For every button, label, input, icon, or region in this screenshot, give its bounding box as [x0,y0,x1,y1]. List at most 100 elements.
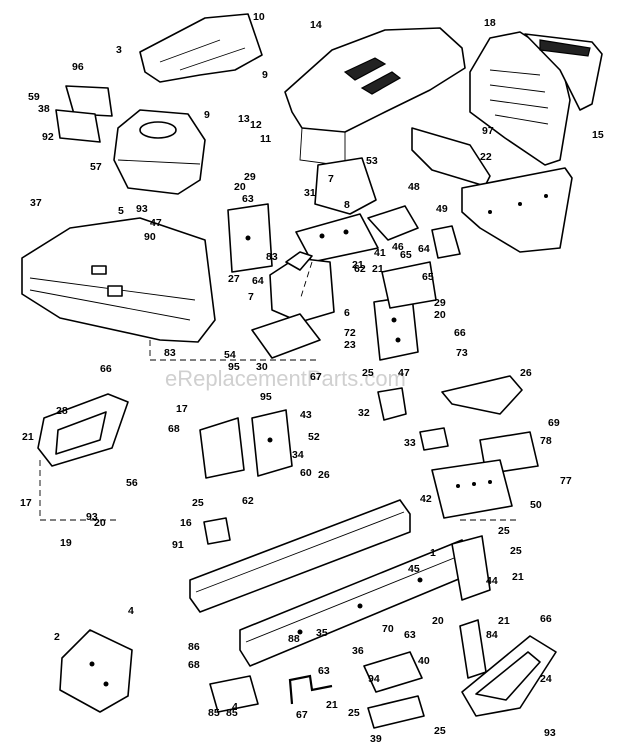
part-cross-member [431,459,513,519]
callout-label: 40 [418,655,430,667]
part-bottom-plate [367,695,425,729]
callout-label: 85 [208,707,220,719]
part-shield [314,157,377,215]
callout-label: 64 [252,275,264,287]
callout-label: 39 [370,733,382,745]
watermark: eReplacementParts.com [165,366,406,391]
callout-label: 66 [100,363,112,375]
callout-label: 15 [592,129,604,141]
callout-label: 41 [374,247,386,259]
callout-label: 84 [486,629,498,641]
callout-label: 36 [352,645,364,657]
callout-label: 29 [434,297,446,309]
callout-label: 73 [456,347,468,359]
callout-label: 33 [404,437,416,449]
callout-label: 7 [328,173,334,185]
part-lower-panel [411,127,491,187]
part-footrest-left [37,393,129,467]
callout-label: 16 [180,517,192,529]
callout-label: 21 [326,699,338,711]
callout-label: 27 [228,273,240,285]
callout-label: 25 [510,545,522,557]
callout-label: 72 [344,327,356,339]
callout-label: 93 [86,511,98,523]
callout-label: 38 [38,103,50,115]
callout-label: 63 [404,629,416,641]
callout-label: 62 [242,495,254,507]
part-bracket-left [55,85,113,143]
callout-label: 10 [253,11,265,23]
callout-label: 28 [56,405,68,417]
callout-label: 42 [420,493,432,505]
callout-label: 17 [20,497,32,509]
callout-label: 78 [540,435,552,447]
part-small-brackets [367,205,461,309]
callout-label: 21 [22,431,34,443]
callout-label: 25 [434,725,446,737]
callout-label: 66 [540,613,552,625]
callout-label: 21 [512,571,524,583]
callout-label: 18 [484,17,496,29]
part-bent-rod [288,674,333,705]
part-clips [377,387,449,451]
callout-label: 93 [544,727,556,739]
callout-label: 7 [248,291,254,303]
callout-label: 48 [408,181,420,193]
part-steering-plate [59,629,133,713]
callout-label: 49 [436,203,448,215]
part-grille-insert [524,33,603,111]
callout-label: 52 [308,431,320,443]
callout-label: 57 [90,161,102,173]
callout-label: 21 [352,259,364,271]
callout-label: 32 [358,407,370,419]
callout-label: 67 [310,371,322,383]
part-link [459,619,487,679]
callout-label: 68 [168,423,180,435]
callout-label: 12 [250,119,262,131]
part-frame-plate [251,409,293,477]
callout-label: 25 [498,525,510,537]
callout-label: 59 [28,91,40,103]
part-center-bracket [199,417,245,479]
callout-label: 21 [498,615,510,627]
callout-label: 30 [256,361,268,373]
callout-label: 86 [188,641,200,653]
callout-label: 69 [548,417,560,429]
callout-label: 62 [354,263,366,275]
callout-label: 70 [382,623,394,635]
callout-label: 26 [520,367,532,379]
callout-label: 8 [344,199,350,211]
callout-label: 14 [310,19,322,31]
callout-label: 35 [316,627,328,639]
callout-label: 13 [238,113,250,125]
callout-label: 26 [318,469,330,481]
callout-label: 67 [296,709,308,721]
callout-label: 20 [434,309,446,321]
callout-label: 65 [400,249,412,261]
callout-label: 34 [292,449,304,461]
callout-label: 19 [60,537,72,549]
callout-label: 66 [454,327,466,339]
part-footrest-right [461,635,557,717]
callout-label: 23 [344,339,356,351]
callout-label: 54 [224,349,236,361]
callout-label: 5 [118,205,124,217]
part-fender [21,217,216,343]
callout-label: 91 [172,539,184,551]
callout-label: 25 [362,367,374,379]
callout-label: 63 [242,193,254,205]
callout-label: 11 [260,133,271,145]
callout-label: 68 [188,659,200,671]
callout-label: 17 [176,403,188,415]
callout-label: 95 [260,391,272,403]
callout-label: 83 [164,347,176,359]
callout-label: 29 [244,171,256,183]
callout-label: 60 [300,467,312,479]
callout-label: 9 [262,69,268,81]
callout-label: 45 [408,563,420,575]
callout-label: 94 [368,673,380,685]
callout-label: 97 [482,125,494,137]
callout-label: 50 [530,499,542,511]
callout-label: 63 [318,665,330,677]
